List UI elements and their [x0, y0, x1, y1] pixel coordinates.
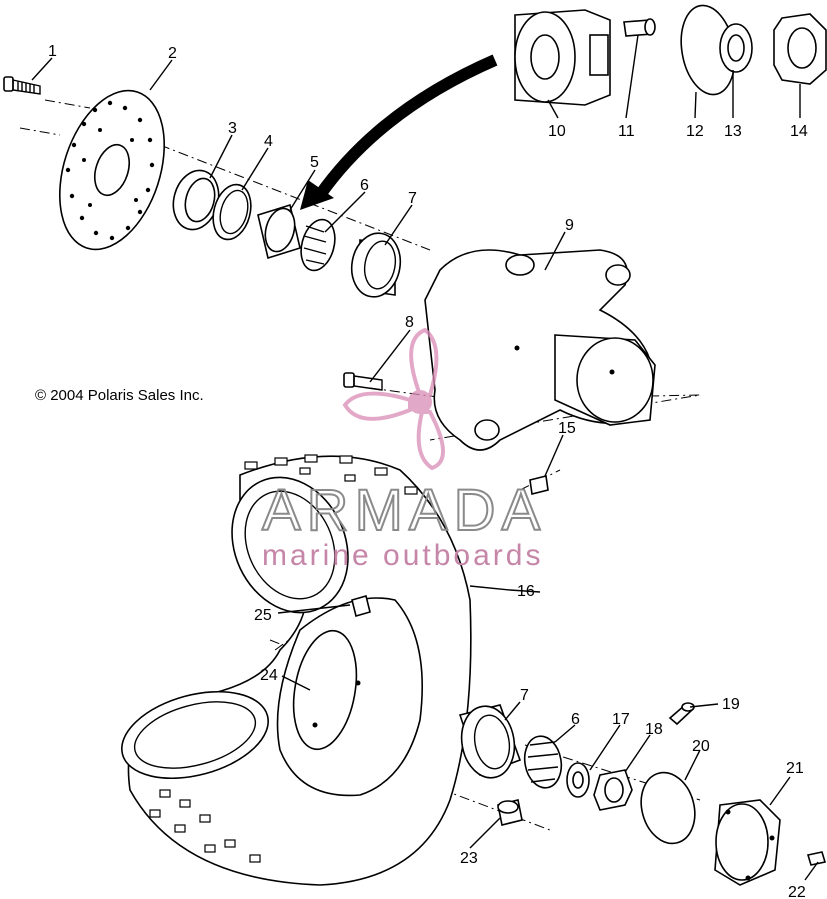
brake-disc-part-2 [58, 89, 166, 251]
valve-stem-part-25 [351, 595, 371, 617]
stud-part-15 [529, 475, 549, 495]
callout-1: 1 [48, 43, 57, 60]
callout-11: 11 [618, 123, 635, 140]
hex-nut-part-14 [773, 13, 827, 85]
callout-18: 18 [645, 721, 663, 738]
washer-part-17 [566, 762, 590, 798]
callout-5: 5 [310, 154, 319, 171]
bearing-race-part-7-bottom [458, 704, 522, 779]
assembly-arrow [300, 54, 498, 210]
copyright-notice: © 2004 Polaris Sales Inc. [35, 387, 204, 404]
callout-17: 17 [612, 711, 630, 728]
bolt-part-1 [3, 76, 41, 95]
callout-16: 16 [517, 583, 535, 600]
callout-15: 15 [558, 420, 576, 437]
hub-cap-part-21 [714, 799, 781, 886]
ring-part-4 [212, 183, 252, 241]
callout-6-top: 6 [360, 177, 369, 194]
seal-part-3 [172, 169, 220, 231]
callout-19: 19 [722, 696, 740, 713]
callout-22: 22 [788, 884, 806, 899]
plug-part-23 [497, 799, 523, 826]
callout-4: 4 [264, 133, 273, 150]
callout-25: 25 [254, 607, 272, 624]
watermark: ARMADA marine outboards [261, 327, 546, 572]
callout-8: 8 [405, 314, 414, 331]
callout-3: 3 [228, 120, 237, 137]
bearing-race-part-7-top [350, 232, 402, 298]
callout-12: 12 [686, 123, 704, 140]
callout-14: 14 [790, 123, 808, 140]
callout-23: 23 [460, 850, 478, 867]
callout-7-bottom: 7 [520, 687, 529, 704]
screw-part-22 [806, 851, 827, 866]
watermark-brand: ARMADA [262, 478, 546, 543]
washer-part-13 [719, 23, 753, 73]
wheel-rim-part-24 [276, 597, 423, 797]
propeller-icon [342, 327, 445, 471]
callout-6-bottom: 6 [571, 711, 580, 728]
o-ring-part-20 [640, 771, 696, 845]
watermark-tagline: marine outboards [262, 539, 543, 572]
bolt-part-8 [343, 372, 383, 391]
callout-13: 13 [724, 123, 742, 140]
callout-20: 20 [692, 738, 710, 755]
callout-2: 2 [168, 45, 177, 62]
castle-nut-part-18 [593, 769, 633, 811]
collar-part-5 [257, 203, 301, 260]
tapered-bearing-part-6-bottom [523, 735, 563, 789]
callout-24: 24 [260, 667, 278, 684]
cotter-pin-part-19 [668, 702, 695, 726]
tapered-bearing-part-6-top [300, 218, 336, 272]
callout-10: 10 [548, 123, 566, 140]
cotter-pin-part-11 [623, 18, 656, 37]
callout-labels: 1 2 3 4 5 6 7 8 9 10 11 12 13 14 15 16 1… [48, 43, 808, 899]
callout-9: 9 [565, 217, 574, 234]
knuckle-part-9 [424, 249, 656, 451]
callout-21: 21 [786, 760, 804, 777]
leader-lines [31, 34, 819, 881]
spindle-hub-part-10 [514, 9, 611, 106]
callout-7-top: 7 [408, 190, 417, 207]
